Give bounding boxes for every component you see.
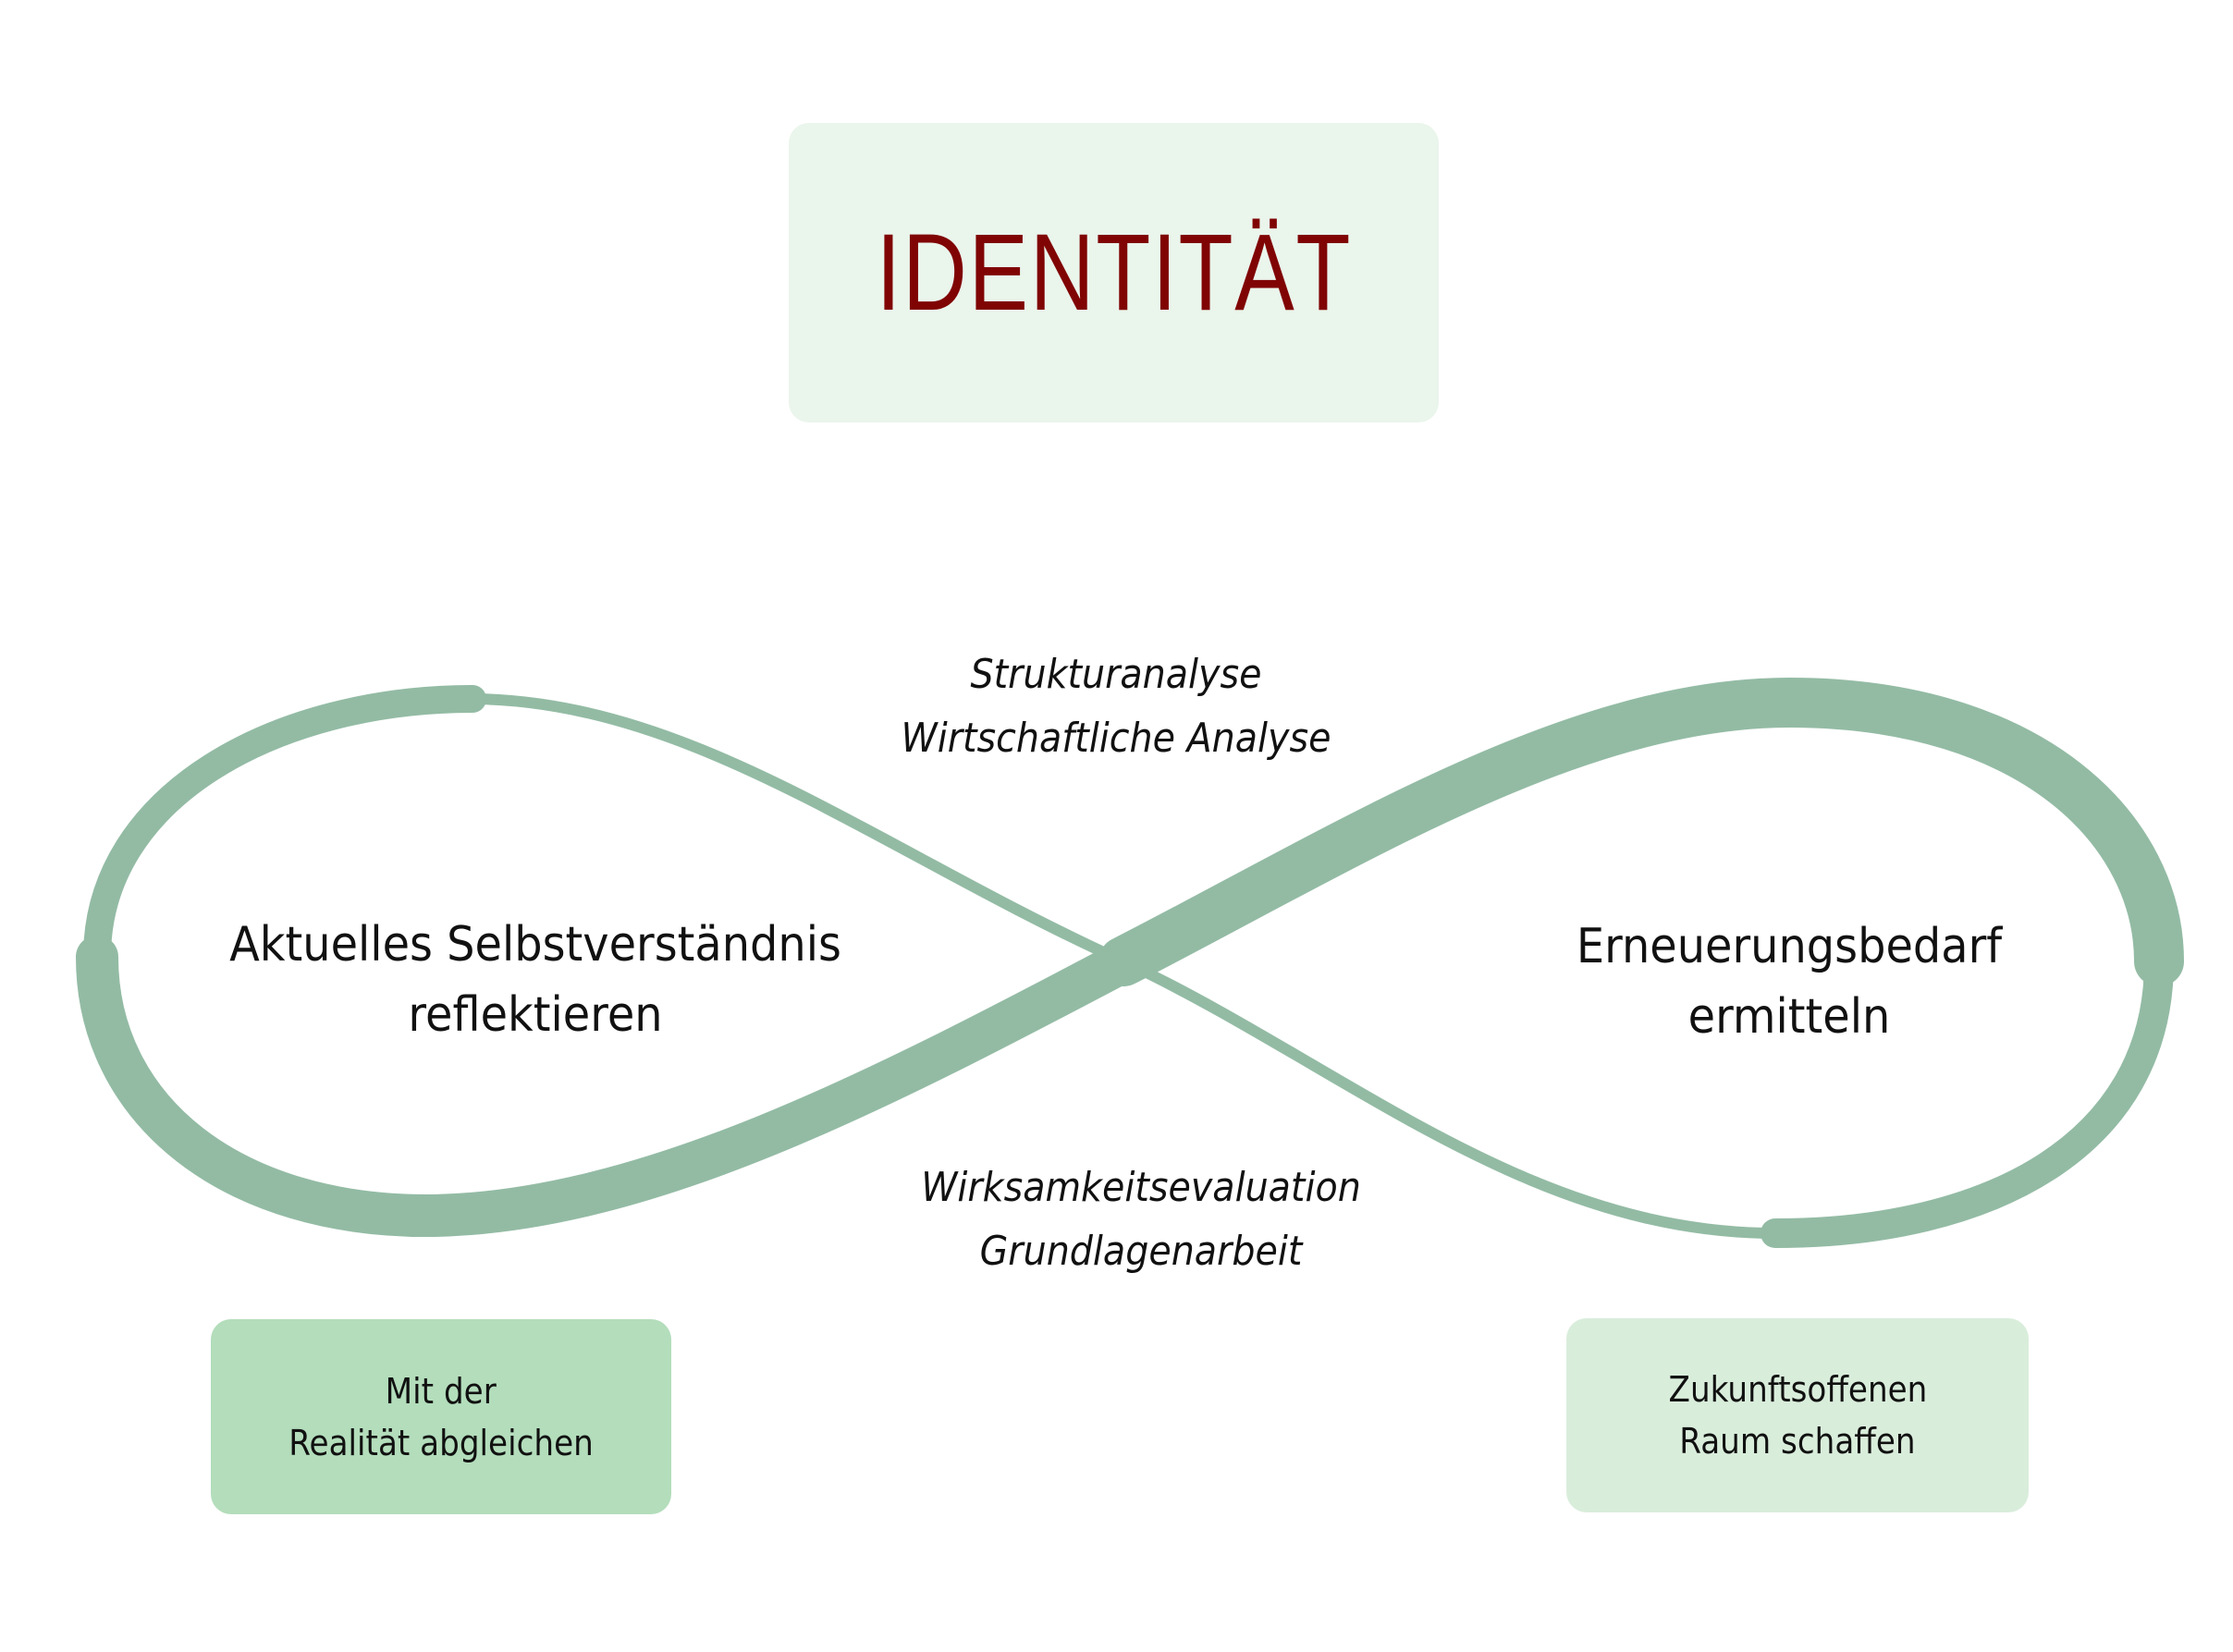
left-loop-line2: reflektieren xyxy=(408,987,663,1043)
bottom-label-line1: Wirksamkeitsevaluation xyxy=(921,1164,1361,1211)
left-loop-label: Aktuelles Selbstverständnis reflektieren xyxy=(202,910,867,1050)
loop-thick-left xyxy=(76,936,1145,1238)
top-label-line2: Wirtschaftliche Analyse xyxy=(901,715,1331,762)
box-right-line1: Zukunftsoffenen xyxy=(1668,1369,1927,1410)
loop-right-bottom xyxy=(1761,947,2174,1248)
loop-thick-right xyxy=(1098,677,2184,986)
title: IDENTITÄT xyxy=(876,212,1352,334)
left-loop-line1: Aktuelles Selbstverständnis xyxy=(229,917,841,973)
box-reality-check: Mit der Realität abgleichen xyxy=(211,1319,671,1514)
loop-thin-top xyxy=(467,693,1129,967)
right-loop-label: Erneuerungsbedarf ermitteln xyxy=(1558,912,2020,1052)
box-left-line1: Mit der xyxy=(385,1370,497,1412)
top-label-line1: Strukturanalyse xyxy=(970,651,1262,698)
right-loop-line2: ermitteln xyxy=(1687,989,1891,1045)
box-future-space: Zukunftsoffenen Raum schaffen xyxy=(1566,1318,2029,1512)
title-box: IDENTITÄT xyxy=(789,123,1439,422)
bottom-label-line2: Grundlagenarbeit xyxy=(979,1228,1303,1275)
bottom-labels: Wirksamkeitsevaluation Grundlagenarbeit xyxy=(897,1156,1385,1283)
top-labels: Strukturanalyse Wirtschaftliche Analyse xyxy=(877,642,1356,770)
right-loop-line1: Erneuerungsbedarf xyxy=(1576,919,2003,974)
loop-left-top xyxy=(83,685,486,971)
box-right-line2: Raum schaffen xyxy=(1679,1421,1916,1462)
box-left-line2: Realität abgleichen xyxy=(288,1422,594,1463)
loop-thin-bottom xyxy=(1118,956,1781,1239)
